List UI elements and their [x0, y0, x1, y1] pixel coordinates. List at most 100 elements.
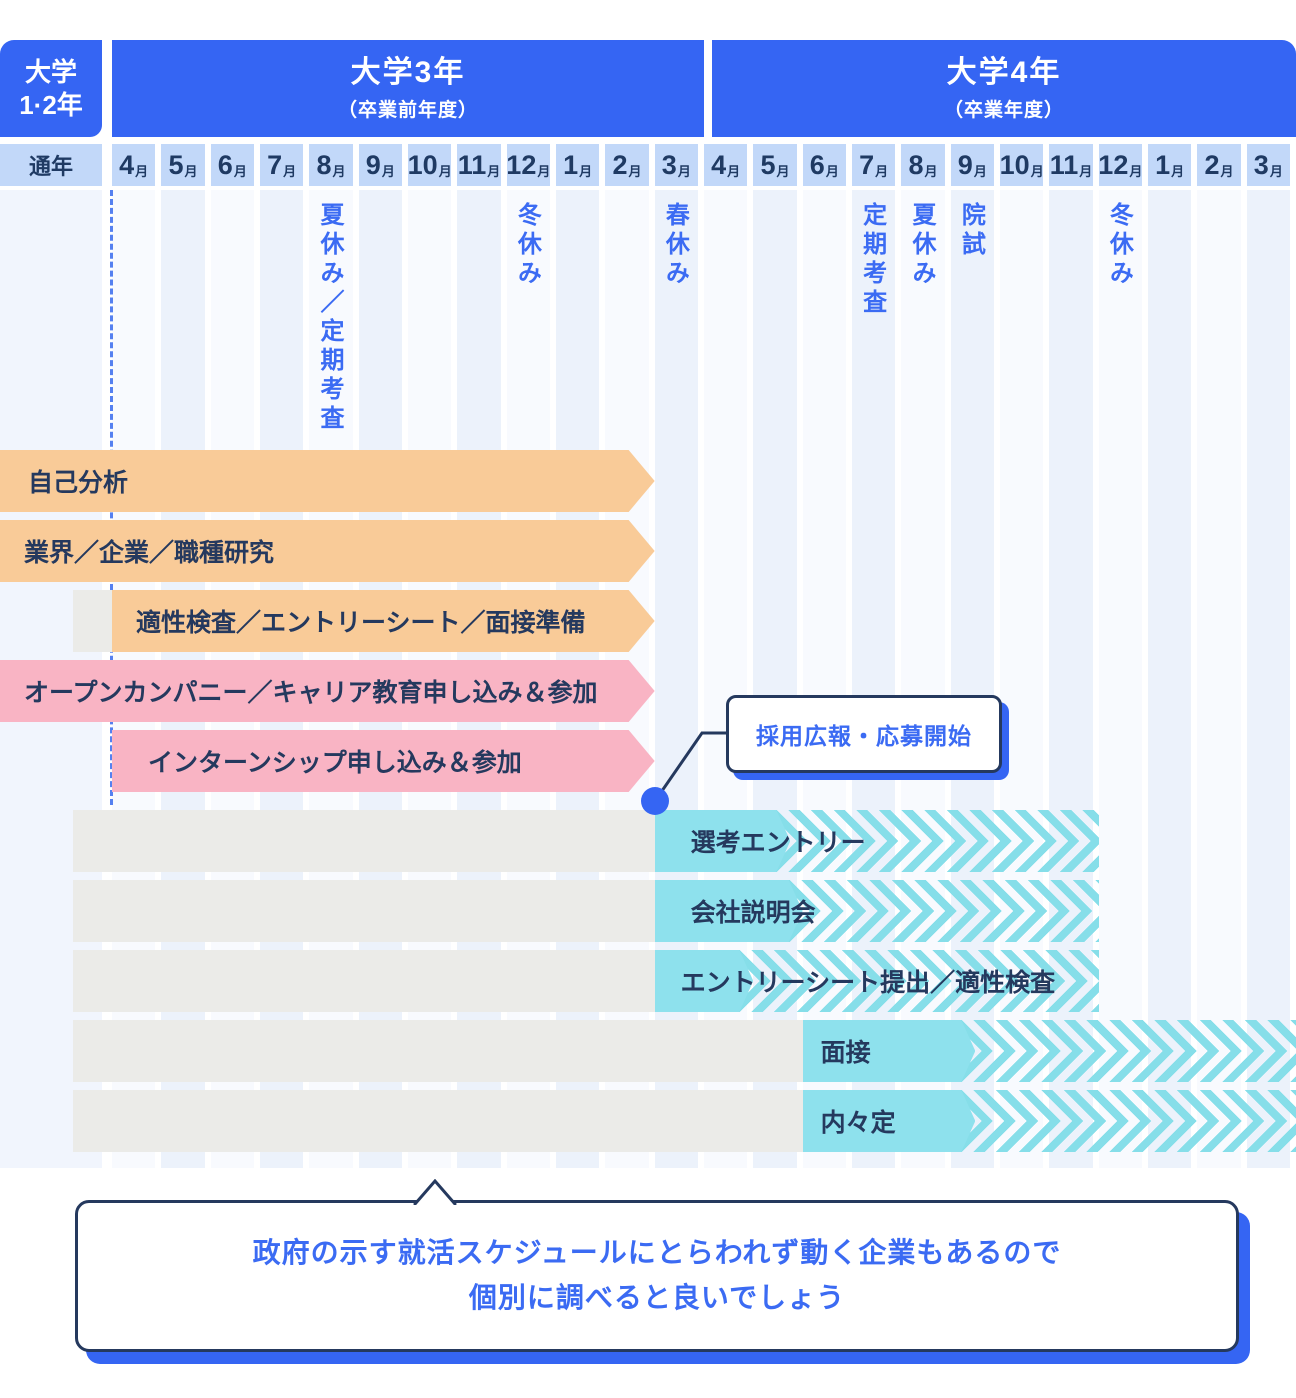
month-suffix: 月 — [135, 163, 149, 179]
prep-activity-arrow: 適性検査／エントリーシート／面接準備 — [112, 590, 655, 652]
month-suffix: 月 — [487, 163, 501, 179]
month-number: 11 — [1049, 149, 1079, 180]
activity-row: 会社説明会 — [0, 880, 1296, 942]
stage-header-univ-year3: 大学3年 （卒業前年度） — [112, 40, 704, 137]
period-label: 定期考査 — [858, 202, 886, 318]
selection-activity-bar — [655, 950, 754, 1012]
note-pointer-notch — [413, 1179, 457, 1205]
month-suffix: 月 — [924, 163, 938, 179]
month-suffix: 月 — [579, 163, 593, 179]
selection-chevron-pattern — [959, 1020, 1296, 1082]
activity-label: オープンカンパニー／キャリア教育申し込み＆参加 — [24, 679, 598, 707]
period-label: 夏休み — [908, 202, 935, 289]
activity-label: 会社説明会 — [690, 899, 816, 927]
event-activity-arrow: オープンカンパニー／キャリア教育申し込み＆参加 — [0, 660, 655, 722]
callout-text: 採用広報・応募開始 — [756, 723, 972, 749]
month-number: 12 — [506, 149, 537, 180]
month-column-stripe — [1098, 190, 1142, 1168]
stage2-subtitle: （卒業前年度） — [337, 100, 478, 121]
period-label: 冬休み — [513, 202, 541, 289]
month-number: 7 — [267, 149, 283, 180]
month-suffix: 月 — [1079, 163, 1093, 179]
selection-activity-bar — [803, 1020, 976, 1082]
month-number: 3 — [661, 149, 677, 180]
month-suffix: 月 — [1129, 163, 1143, 179]
month-suffix: 月 — [677, 163, 691, 179]
selection-activity-bar — [655, 880, 803, 942]
stage2-title: 大学3年 — [350, 56, 466, 89]
month-number: 9 — [365, 149, 381, 180]
month-number: 1 — [1155, 149, 1171, 180]
month-number: 10 — [407, 149, 438, 180]
month-column-stripe — [1246, 190, 1290, 1168]
lead-gray-bar — [73, 1020, 806, 1082]
activity-row: エントリーシート提出／適性検査 — [0, 950, 1296, 1012]
month-suffix: 月 — [776, 163, 790, 179]
month-column-stripe — [1197, 190, 1241, 1168]
month-number: 8 — [316, 149, 332, 180]
event-activity-arrow: インターンシップ申し込み＆参加 — [112, 730, 655, 792]
month-suffix: 月 — [628, 163, 642, 179]
stage1-line1: 大学 — [24, 57, 77, 87]
activity-label: 適性検査／エントリーシート／面接準備 — [136, 609, 586, 637]
month-number: 6 — [809, 149, 825, 180]
month-number: 1 — [563, 149, 579, 180]
selection-chevron-pattern — [774, 810, 1099, 872]
period-label: 夏休み／定期考査 — [316, 202, 343, 434]
note-line1: 政府の示す就活スケジュールにとらわれず動く企業もあるので — [252, 1237, 1062, 1269]
activity-label: 面接 — [820, 1039, 871, 1067]
month-number: 12 — [1098, 149, 1129, 180]
month-suffix: 月 — [1030, 163, 1044, 179]
activity-row: 適性検査／エントリーシート／面接準備 — [0, 590, 1296, 652]
activity-label: 自己分析 — [28, 469, 129, 497]
activity-row: 選考エントリー — [0, 810, 1296, 872]
month-number: 5 — [760, 149, 776, 180]
activity-label: 業界／企業／職種研究 — [24, 539, 275, 567]
lead-gray-bar — [73, 590, 116, 652]
month-suffix: 月 — [332, 163, 346, 179]
month-suffix: 月 — [825, 163, 839, 179]
stage1-line2: 1·2年 — [19, 89, 83, 120]
month-suffix: 月 — [381, 163, 395, 179]
selection-chevron-pattern — [959, 1090, 1296, 1152]
selection-activity-bar — [803, 1090, 976, 1152]
month-number: 4 — [711, 149, 727, 180]
month-suffix: 月 — [1269, 163, 1283, 179]
recruitment-start-callout: 採用広報・応募開始 — [726, 695, 1002, 773]
month-number: 7 — [859, 149, 875, 180]
note-line2: 個別に調べると良いでしょう — [468, 1282, 846, 1313]
month-number: 6 — [217, 149, 233, 180]
activity-row: インターンシップ申し込み＆参加 — [0, 730, 1296, 792]
year-round-header-cell: 通年 — [0, 144, 102, 186]
stage3-subtitle: （卒業年度） — [943, 100, 1064, 121]
month-suffix: 月 — [727, 163, 741, 179]
month-column-stripe — [1148, 190, 1192, 1168]
lead-gray-bar — [73, 810, 658, 872]
month-suffix: 月 — [1171, 163, 1185, 179]
bottom-note-box: 政府の示す就活スケジュールにとらわれず動く企業もあるので 個別に調べると良いでし… — [75, 1200, 1239, 1352]
lead-gray-bar — [73, 950, 658, 1012]
prep-activity-arrow: 業界／企業／職種研究 — [0, 520, 655, 582]
selection-chevron-pattern — [737, 950, 1099, 1012]
month-number: 4 — [119, 149, 135, 180]
activity-row: 内々定 — [0, 1090, 1296, 1152]
period-label: 院試 — [957, 202, 985, 260]
month-number: 9 — [957, 149, 973, 180]
month-suffix: 月 — [1220, 163, 1234, 179]
